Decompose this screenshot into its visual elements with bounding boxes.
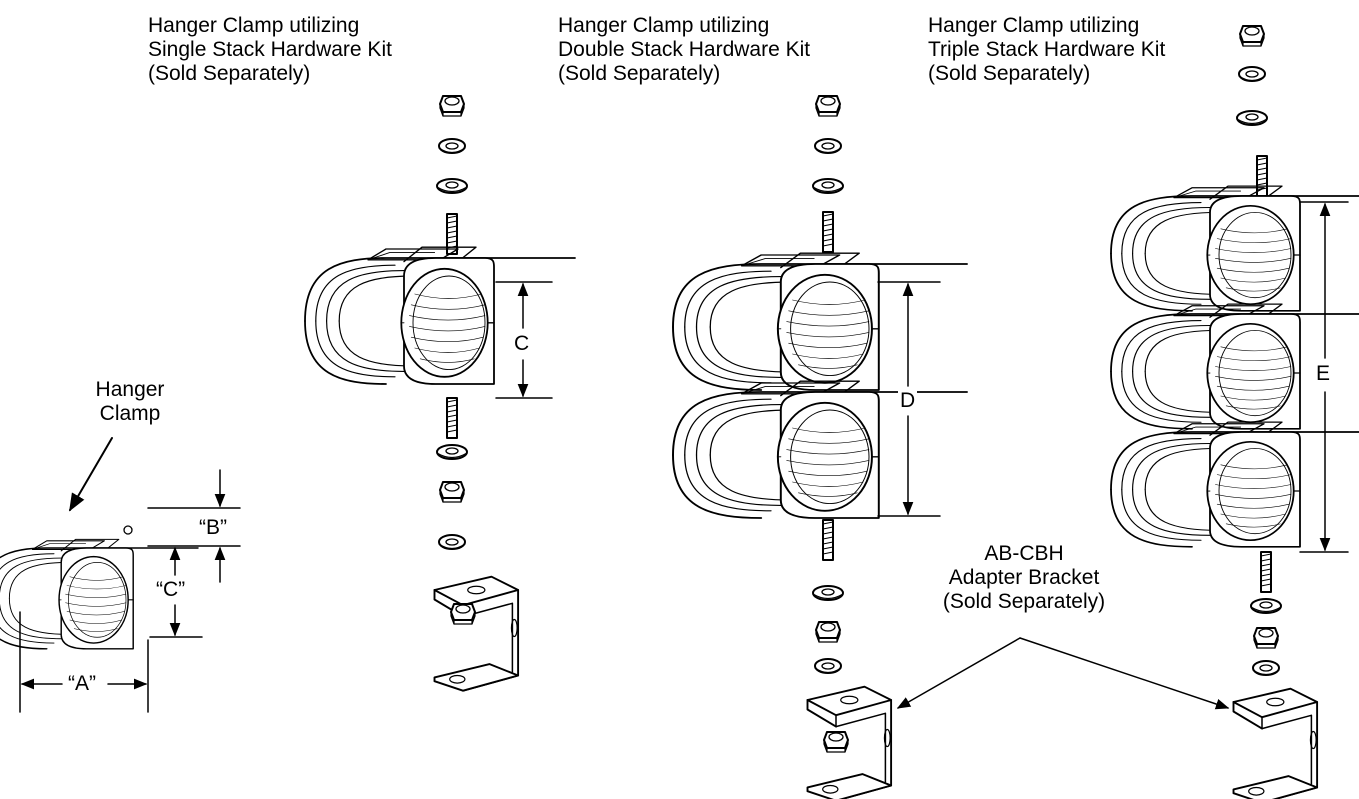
caption-line: Hanger Clamp utilizing	[558, 14, 770, 37]
caption-line: (Sold Separately)	[148, 62, 311, 85]
single-stack-assembly	[304, 95, 576, 692]
caption-line: (Sold Separately)	[558, 62, 721, 85]
caption-line: Triple Stack Hardware Kit	[928, 38, 1166, 61]
caption-line: (Sold Separately)	[942, 590, 1106, 613]
caption-line: Hanger Clamp utilizing	[148, 14, 360, 37]
dimension-c-label: C	[512, 332, 532, 356]
dimension-d	[877, 281, 941, 517]
dimension-c-quoted-label: “C”	[154, 578, 188, 602]
dimension-a	[19, 611, 149, 713]
caption-line: AB-CBH	[984, 542, 1064, 565]
hanger-clamp-leader	[69, 437, 113, 512]
triple-stack-assembly	[1110, 25, 1359, 799]
dimension-b-label: “B”	[197, 516, 229, 540]
standalone-hanger-clamp	[0, 525, 199, 650]
dimension-a-label: “A”	[66, 672, 98, 696]
adapter-bracket-caption: AB-CBH Adapter Bracket (Sold Separately)	[914, 542, 1134, 614]
caption-line: Double Stack Hardware Kit	[558, 38, 811, 61]
dimension-e	[1299, 201, 1349, 553]
double-stack-caption: Hanger Clamp utilizing Double Stack Hard…	[558, 14, 810, 86]
dimension-b	[147, 469, 241, 583]
caption-line: Adapter Bracket	[948, 566, 1100, 589]
caption-line: Hanger Clamp utilizing	[928, 14, 1140, 37]
triple-stack-caption: Hanger Clamp utilizing Triple Stack Hard…	[928, 14, 1165, 86]
dimension-e-label: E	[1314, 362, 1333, 386]
caption-line: (Sold Separately)	[928, 62, 1091, 85]
dimension-c-quoted	[149, 546, 203, 638]
hanger-clamp-caption: Hanger Clamp	[80, 378, 180, 426]
single-stack-caption: Hanger Clamp utilizing Single Stack Hard…	[148, 14, 392, 86]
dimension-d-label: D	[898, 389, 918, 413]
caption-line: Single Stack Hardware Kit	[148, 38, 392, 61]
dimension-c	[495, 281, 553, 399]
caption-line: Clamp	[99, 402, 161, 425]
caption-line: Hanger	[95, 378, 165, 401]
adapter-bracket-leaders	[896, 637, 1230, 710]
